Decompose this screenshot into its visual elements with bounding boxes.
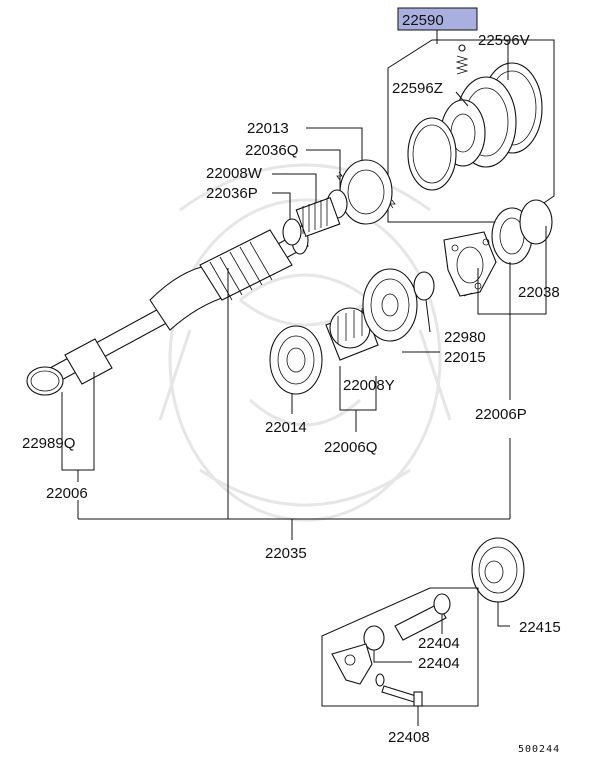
bushing-22404-upper xyxy=(433,593,451,615)
gear-22013 xyxy=(282,159,396,246)
synchronizer-assembly xyxy=(387,7,555,223)
needle-bearing-22008W xyxy=(295,196,341,238)
label-22036P[interactable]: 22036P xyxy=(206,185,258,202)
label-22036Q[interactable]: 22036Q xyxy=(245,142,298,159)
label-22989Q[interactable]: 22989Q xyxy=(22,435,75,452)
bolt-22408 xyxy=(381,685,417,703)
label-22008Y[interactable]: 22008Y xyxy=(343,377,395,394)
group-frame-22590 xyxy=(387,39,555,223)
snap-ring-22980 xyxy=(413,271,435,301)
gear-22015 xyxy=(362,268,435,342)
label-22596V[interactable]: 22596V xyxy=(478,32,530,49)
label-22596Z[interactable]: 22596Z xyxy=(392,80,443,97)
part-labels: 22590 22596V 22596Z 22013 22036Q 22008W … xyxy=(22,12,561,755)
bolt-head xyxy=(413,691,423,707)
label-22038[interactable]: 22038 xyxy=(518,284,560,301)
label-22006[interactable]: 22006 xyxy=(46,485,88,502)
needle-bearing-22008Y xyxy=(325,307,379,361)
idler-shaft xyxy=(394,603,447,641)
label-22404-upper[interactable]: 22404 xyxy=(418,635,460,652)
washer-22036P xyxy=(282,218,302,246)
main-shaft-22035 xyxy=(26,225,309,396)
label-22408[interactable]: 22408 xyxy=(388,729,430,746)
gear-22014 xyxy=(269,325,323,395)
label-22415[interactable]: 22415 xyxy=(519,619,561,636)
label-22404-lower[interactable]: 22404 xyxy=(418,655,460,672)
label-22035[interactable]: 22035 xyxy=(265,545,307,562)
idler-bracket xyxy=(331,643,373,685)
bearing-retainer xyxy=(443,231,497,297)
figure-code: 500244 xyxy=(518,744,560,755)
snap-ring-22989Q xyxy=(26,366,64,396)
label-22980[interactable]: 22980 xyxy=(444,329,486,346)
label-22008W[interactable]: 22008W xyxy=(206,165,263,182)
label-22013[interactable]: 22013 xyxy=(247,120,289,137)
gear-22415 xyxy=(471,537,525,603)
leader-lines xyxy=(61,127,547,726)
ball-bearing-22038 xyxy=(491,199,553,265)
sync-ring-22596Z xyxy=(407,117,457,191)
group-frame-22408 xyxy=(321,587,479,707)
label-22006P[interactable]: 22006P xyxy=(475,406,527,423)
label-22015[interactable]: 22015 xyxy=(444,349,486,366)
label-22006Q[interactable]: 22006Q xyxy=(324,439,377,456)
label-22014[interactable]: 22014 xyxy=(265,419,307,436)
label-22590[interactable]: 22590 xyxy=(402,12,444,29)
